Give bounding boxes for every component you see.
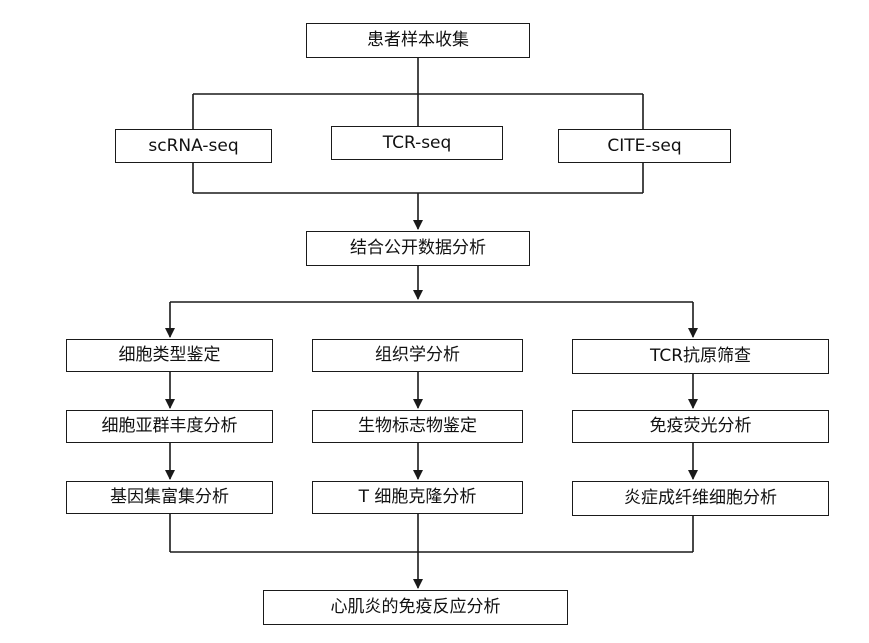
tcr-seq-box: TCR-seq <box>331 126 503 160</box>
biomarker-identification-label: 生物标志物鉴定 <box>358 416 477 436</box>
cite-seq-label: CITE-seq <box>607 135 682 156</box>
biomarker-identification-box: 生物标志物鉴定 <box>312 410 523 443</box>
scrna-seq-box: scRNA-seq <box>115 129 272 163</box>
t-cell-clone-analysis-box: T 细胞克隆分析 <box>312 481 523 514</box>
histology-analysis-label: 组织学分析 <box>375 345 460 365</box>
histology-analysis-box: 组织学分析 <box>312 339 523 372</box>
inflammatory-fibroblast-analysis-label: 炎症成纤维细胞分析 <box>624 488 777 508</box>
immunofluorescence-analysis-label: 免疫荧光分析 <box>649 416 752 436</box>
myocarditis-immune-response-label: 心肌炎的免疫反应分析 <box>330 597 501 617</box>
sample-collection-label: 患者样本收集 <box>367 30 469 50</box>
tcr-antigen-screening-label: TCR抗原筛查 <box>649 346 752 366</box>
cell-type-identification-label: 细胞类型鉴定 <box>118 345 221 365</box>
scrna-seq-label: scRNA-seq <box>148 135 239 156</box>
t-cell-clone-analysis-label: T 细胞克隆分析 <box>358 487 477 507</box>
subpopulation-abundance-box: 细胞亚群丰度分析 <box>66 410 273 443</box>
tcr-antigen-screening-box: TCR抗原筛查 <box>572 339 829 374</box>
cite-seq-box: CITE-seq <box>558 129 731 163</box>
combine-public-data-box: 结合公开数据分析 <box>306 231 530 266</box>
immunofluorescence-analysis-box: 免疫荧光分析 <box>572 410 829 443</box>
tcr-seq-label: TCR-seq <box>382 132 452 153</box>
combine-public-data-label: 结合公开数据分析 <box>350 238 486 258</box>
subpopulation-abundance-label: 细胞亚群丰度分析 <box>101 416 238 436</box>
inflammatory-fibroblast-analysis-box: 炎症成纤维细胞分析 <box>572 481 829 516</box>
sample-collection-box: 患者样本收集 <box>306 23 530 58</box>
gene-set-enrichment-box: 基因集富集分析 <box>66 481 273 514</box>
cell-type-identification-box: 细胞类型鉴定 <box>66 339 273 372</box>
gene-set-enrichment-label: 基因集富集分析 <box>110 487 229 507</box>
myocarditis-immune-response-box: 心肌炎的免疫反应分析 <box>263 590 568 625</box>
